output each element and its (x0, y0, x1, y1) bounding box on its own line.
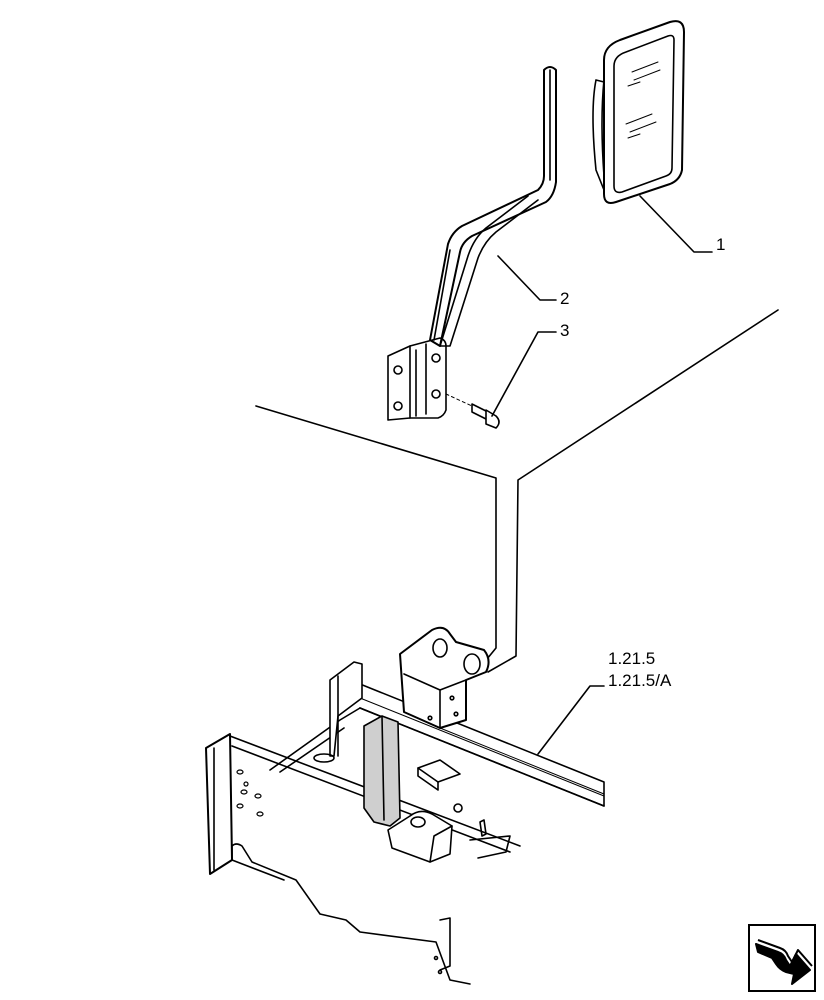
bolt-part (445, 393, 500, 429)
leader-line-ref (537, 685, 605, 755)
detail-callout-lines (255, 309, 779, 673)
leader-line-3 (491, 331, 557, 417)
callout-label-3: 3 (560, 321, 570, 340)
leader-line-1 (639, 195, 713, 253)
navigation-arrow-button[interactable] (748, 924, 816, 992)
leader-line-2 (497, 255, 557, 301)
reference-label-b: 1.21.5/A (608, 671, 672, 690)
machine-chassis (205, 626, 605, 985)
navigation-arrow-icon (755, 939, 813, 985)
mirror-bracket-part (387, 66, 557, 421)
reference-label-a: 1.21.5 (608, 649, 656, 668)
callout-label-2: 2 (560, 289, 570, 308)
mirror-part (592, 20, 685, 204)
callout-label-1: 1 (716, 235, 726, 254)
